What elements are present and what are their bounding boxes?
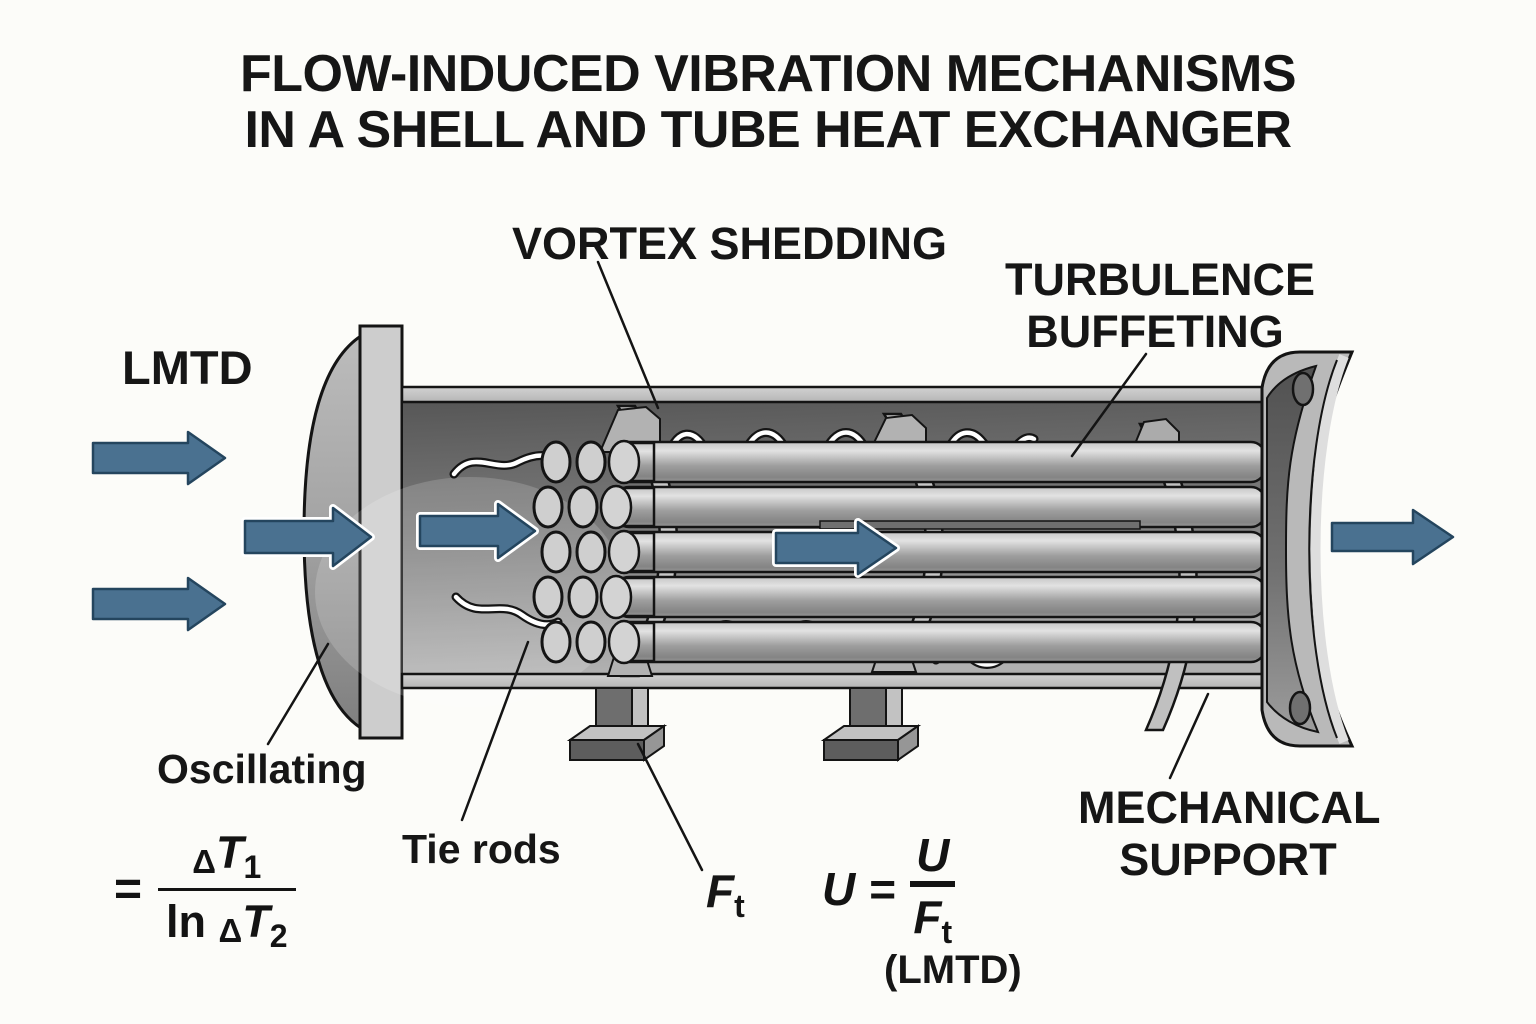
oscillating-label: Oscillating [157,746,367,792]
tube-row [613,440,1267,484]
u-equation-note: (LMTD) [884,948,1022,992]
internal-flow-arrow-center [772,518,900,578]
inlet-flow-arrow-top [91,430,227,486]
tube-row [613,575,1267,619]
lmtd-numerator: ΔT1 [192,827,262,885]
turbulence-line-1: TURBULENCE [1005,254,1315,305]
inlet-flow-arrow-middle [241,504,375,570]
turbulence-buffeting-leader-line [1070,352,1148,458]
equals-sign: = [114,863,143,916]
shell-bottom-wall [400,672,1270,690]
vortex-shedding-leader-line [596,260,660,410]
lmtd-fraction: ΔT1 ln ΔT2 [158,824,296,955]
tie-rod [819,520,1141,530]
page-title: FLOW-INDUCED VIBRATION MECHANISMS IN A S… [0,46,1536,158]
ft-leader-line [636,742,704,872]
tube-end-faces [532,439,656,665]
mechanical-support-line-2: SUPPORT [1119,834,1337,885]
turbulence-line-2: BUFFETING [1026,306,1284,357]
lmtd-denominator: ln ΔT2 [166,896,288,954]
title-line-2: IN A SHELL AND TUBE HEAT EXCHANGER [244,101,1292,159]
mechanical-support-leader-line [1168,692,1210,780]
mechanical-support-label: MECHANICAL SUPPORT [1078,782,1381,886]
ft-label: Ft [706,865,745,924]
mechanical-support-line-1: MECHANICAL [1078,782,1381,833]
inlet-flow-arrow-bottom [91,576,227,632]
oscillating-leader-line [266,642,330,746]
u-lhs: U [822,863,856,915]
fraction-bar [158,888,296,891]
outlet-flow-arrow [1330,508,1455,566]
tube-row [613,530,1267,574]
shell-top-wall [400,385,1270,404]
lmtd-formula: = ΔT1 ln ΔT2 [114,824,296,955]
lmtd-label: LMTD [122,341,253,394]
vortex-shedding-label: VORTEX SHEDDING [512,218,948,269]
equals-sign: = [869,863,897,915]
bolt-hole-bottom [1288,690,1312,726]
turbulence-buffeting-label: TURBULENCE BUFFETING [1005,254,1315,358]
u-equation: U = U Ft [822,828,956,950]
tie-rods-leader-line [460,640,530,822]
u-fraction: U Ft [910,828,956,950]
tie-rods-label: Tie rods [402,826,561,872]
tube-bundle [613,440,1267,664]
support-foot-left [566,687,668,762]
outlet-flange [1260,350,1355,748]
support-foot-right [820,687,922,762]
title-line-1: FLOW-INDUCED VIBRATION MECHANISMS [239,45,1297,103]
bolt-hole-top [1291,371,1315,407]
tube-row [613,620,1267,664]
u-denominator: Ft [913,891,953,950]
internal-flow-arrow-left [416,500,539,562]
u-numerator: U [910,828,956,884]
fraction-bar [910,884,956,887]
